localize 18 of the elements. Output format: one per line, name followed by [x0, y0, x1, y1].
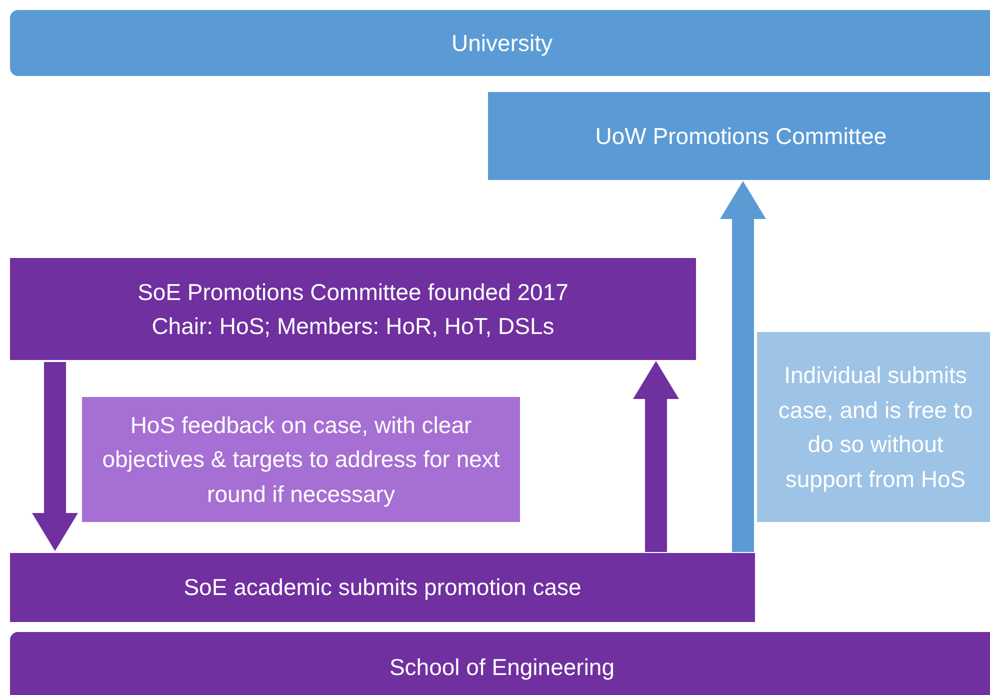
node-label: HoS feedback on case, with clear objectives & targets to address for next round if necessary	[101, 410, 501, 509]
process-box	[10, 553, 755, 622]
feedback-box	[82, 397, 520, 522]
committee-box	[10, 258, 696, 360]
organization-band	[10, 10, 990, 76]
arrow	[720, 181, 766, 552]
committee-box	[488, 92, 990, 180]
node-label: SoE Promotions Committee founded 2017	[138, 278, 568, 306]
arrow	[633, 361, 679, 552]
note-box	[757, 332, 990, 522]
node-label: School of Engineering	[389, 652, 615, 682]
node-label: Individual submits case, and is free to do so without support from HoS	[777, 361, 974, 494]
node-label: UoW Promotions Committee	[595, 122, 887, 151]
node-label: Chair: HoS; Members: HoR, HoT, DSLs	[152, 312, 554, 341]
organization-band	[10, 632, 990, 695]
arrow	[32, 362, 78, 551]
node-label: SoE academic submits promotion case	[184, 573, 582, 602]
node-label: University	[452, 28, 552, 58]
